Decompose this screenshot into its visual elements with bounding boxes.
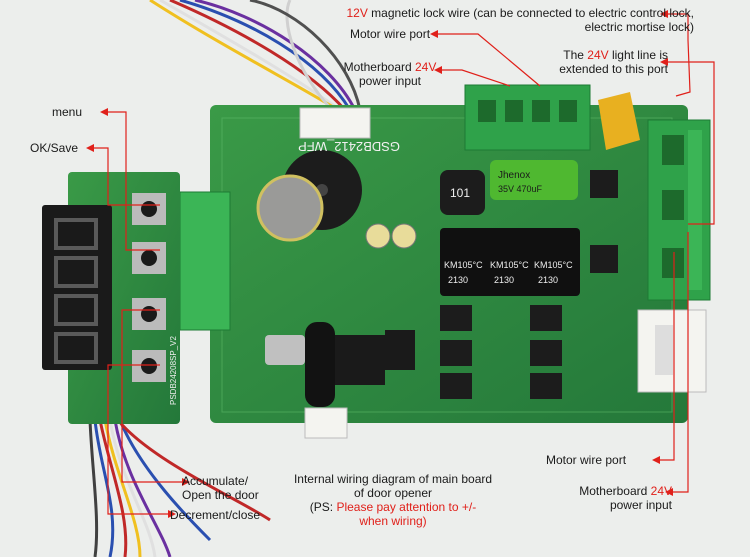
motor-wire-port-top-label: Motor wire port: [350, 27, 431, 41]
display-digits: [54, 218, 98, 364]
mb-power-bottom-voltage: 24V: [650, 484, 672, 498]
lock-wire-voltage: 12V: [346, 6, 368, 20]
relay-code-3: 2130: [538, 275, 558, 285]
mb-power-bottom-line2: power input: [609, 498, 672, 512]
light-line-label: The 24V light line is extended to this p…: [540, 48, 668, 76]
coil-label: 101: [450, 186, 470, 200]
caption-line3-pre: (PS:: [309, 500, 337, 514]
light-line-post: light line is: [608, 48, 668, 62]
right-terminals: [647, 119, 711, 301]
small-capacitor-2: [391, 223, 417, 249]
mcu-chip: [335, 335, 385, 385]
fuse: [598, 92, 640, 150]
mosfets: [440, 170, 618, 399]
rf-antenna-coil: [305, 322, 335, 407]
relay-bank: [440, 228, 580, 296]
lock-wire-label: 12V magnetic lock wire (can be connected…: [290, 6, 694, 34]
mb-power-top-pre: Motherboard: [343, 60, 415, 74]
motor-wire-port-bottom-label: Motor wire port: [546, 453, 627, 467]
crystal: [265, 335, 305, 365]
small-capacitor-1: [365, 223, 391, 249]
relay-code-2: 2130: [494, 275, 514, 285]
top-wire-connector: [299, 107, 371, 139]
menu-label: menu: [52, 105, 83, 119]
ic-chip-2: [385, 330, 415, 370]
lock-wire-text: magnetic lock wire (can be connected to …: [367, 6, 694, 20]
caption-line4-warning: when wiring): [359, 514, 427, 528]
light-line-pre: The: [563, 48, 588, 62]
pointer-lines: [94, 13, 715, 515]
inductor-101: [440, 170, 485, 215]
coin-cell: [256, 174, 324, 242]
mb-power-top-voltage: 24V: [415, 60, 437, 74]
cap-brand: Jhenox: [498, 170, 530, 181]
cap-rating: 35V 470uF: [498, 184, 543, 194]
bottom-connector: [304, 407, 348, 439]
accumulate-line1: Accumulate/: [182, 474, 249, 488]
pointer-arrowheads: [86, 10, 673, 518]
motherboard-power-top-label: Motherboard 24V power input: [334, 60, 446, 88]
relay-text-2: KM105°C: [490, 260, 529, 270]
motherboard-power-bottom-label: Motherboard 24V power input: [540, 484, 672, 512]
light-line-line2: extended to this port: [559, 62, 668, 76]
electrolytic-capacitor: [490, 160, 578, 200]
relay-code-1: 2130: [448, 275, 468, 285]
accumulate-label: Accumulate/ Open the door: [182, 474, 259, 502]
light-line-voltage: 24V: [587, 48, 609, 62]
caption: Internal wiring diagram of main board of…: [282, 472, 504, 528]
display-board-label: PSDB24208SP_V2: [169, 336, 178, 405]
caption-line2: of door opener: [353, 486, 433, 500]
mb-power-top-line2: power input: [358, 74, 422, 88]
caption-line3-warning: Please pay attention to +/-: [336, 500, 477, 514]
decrement-label: Decrement/close: [170, 508, 261, 522]
ok-save-label: OK/Save: [30, 141, 79, 155]
motor-terminal-top: [464, 84, 591, 151]
mb-power-bottom-pre: Motherboard: [579, 484, 651, 498]
relay-text-1: KM105°C: [444, 260, 483, 270]
lock-wire-text-2: electric mortise lock): [584, 20, 694, 34]
caption-line1: Internal wiring diagram of main board: [293, 472, 493, 486]
wire-bundle-bottom: [88, 419, 271, 557]
board-model-text: GSDB2412_WFP: [298, 139, 400, 154]
wire-bundle-top: [149, 0, 362, 112]
accumulate-line2: Open the door: [182, 488, 259, 502]
relay-text-3: KM105°C: [534, 260, 573, 270]
left-terminal-block: [179, 191, 231, 331]
